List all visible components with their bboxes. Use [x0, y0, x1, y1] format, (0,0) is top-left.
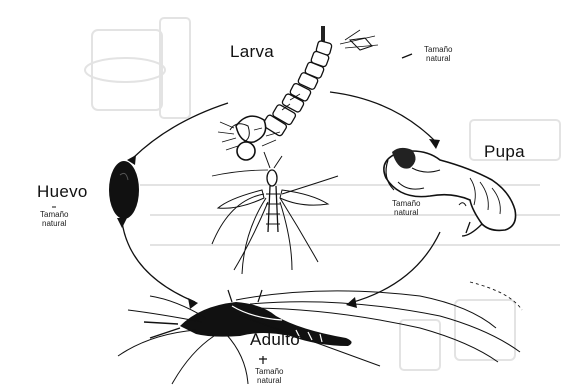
note-line: natural	[392, 208, 420, 217]
note-line: Tamaño	[40, 210, 68, 219]
adult-mosquito-illustration	[118, 282, 522, 384]
note-line: natural	[40, 219, 68, 228]
note-line: natural	[424, 54, 452, 63]
stage-label-larva: Larva	[230, 42, 274, 62]
arrow-huevo-to-adulto	[122, 222, 195, 302]
adult-natural-size-mark	[259, 356, 267, 364]
note-line: Tamaño	[392, 199, 420, 208]
larva-natural-size-mark	[402, 54, 412, 58]
center-mosquito-illustration	[212, 152, 338, 274]
stage-label-pupa: Pupa	[484, 142, 525, 162]
cycle-arrow-icon	[429, 139, 440, 149]
arrow-larva-to-pupa	[330, 92, 437, 143]
arrow-larva-to-huevo	[133, 103, 228, 158]
stage-label-huevo: Huevo	[37, 182, 88, 202]
natural-size-note-pupa: Tamaño natural	[392, 199, 420, 217]
natural-size-note-adulto: Tamaño natural	[255, 367, 283, 385]
egg-illustration	[109, 161, 139, 219]
note-line: natural	[255, 376, 283, 385]
note-line: Tamaño	[255, 367, 283, 376]
pupa-natural-size-mark	[459, 203, 466, 206]
natural-size-note-larva: Tamaño natural	[424, 45, 452, 63]
cycle-arrow-icon	[346, 297, 357, 308]
arrow-pupa-to-adulto	[350, 232, 440, 303]
note-line: Tamaño	[424, 45, 452, 54]
cycle-arrow-icon	[117, 218, 127, 228]
stage-label-adulto: Adulto	[250, 330, 300, 350]
cycle-arrow-icon	[188, 298, 198, 309]
natural-size-note-huevo: Tamaño natural	[40, 210, 68, 228]
